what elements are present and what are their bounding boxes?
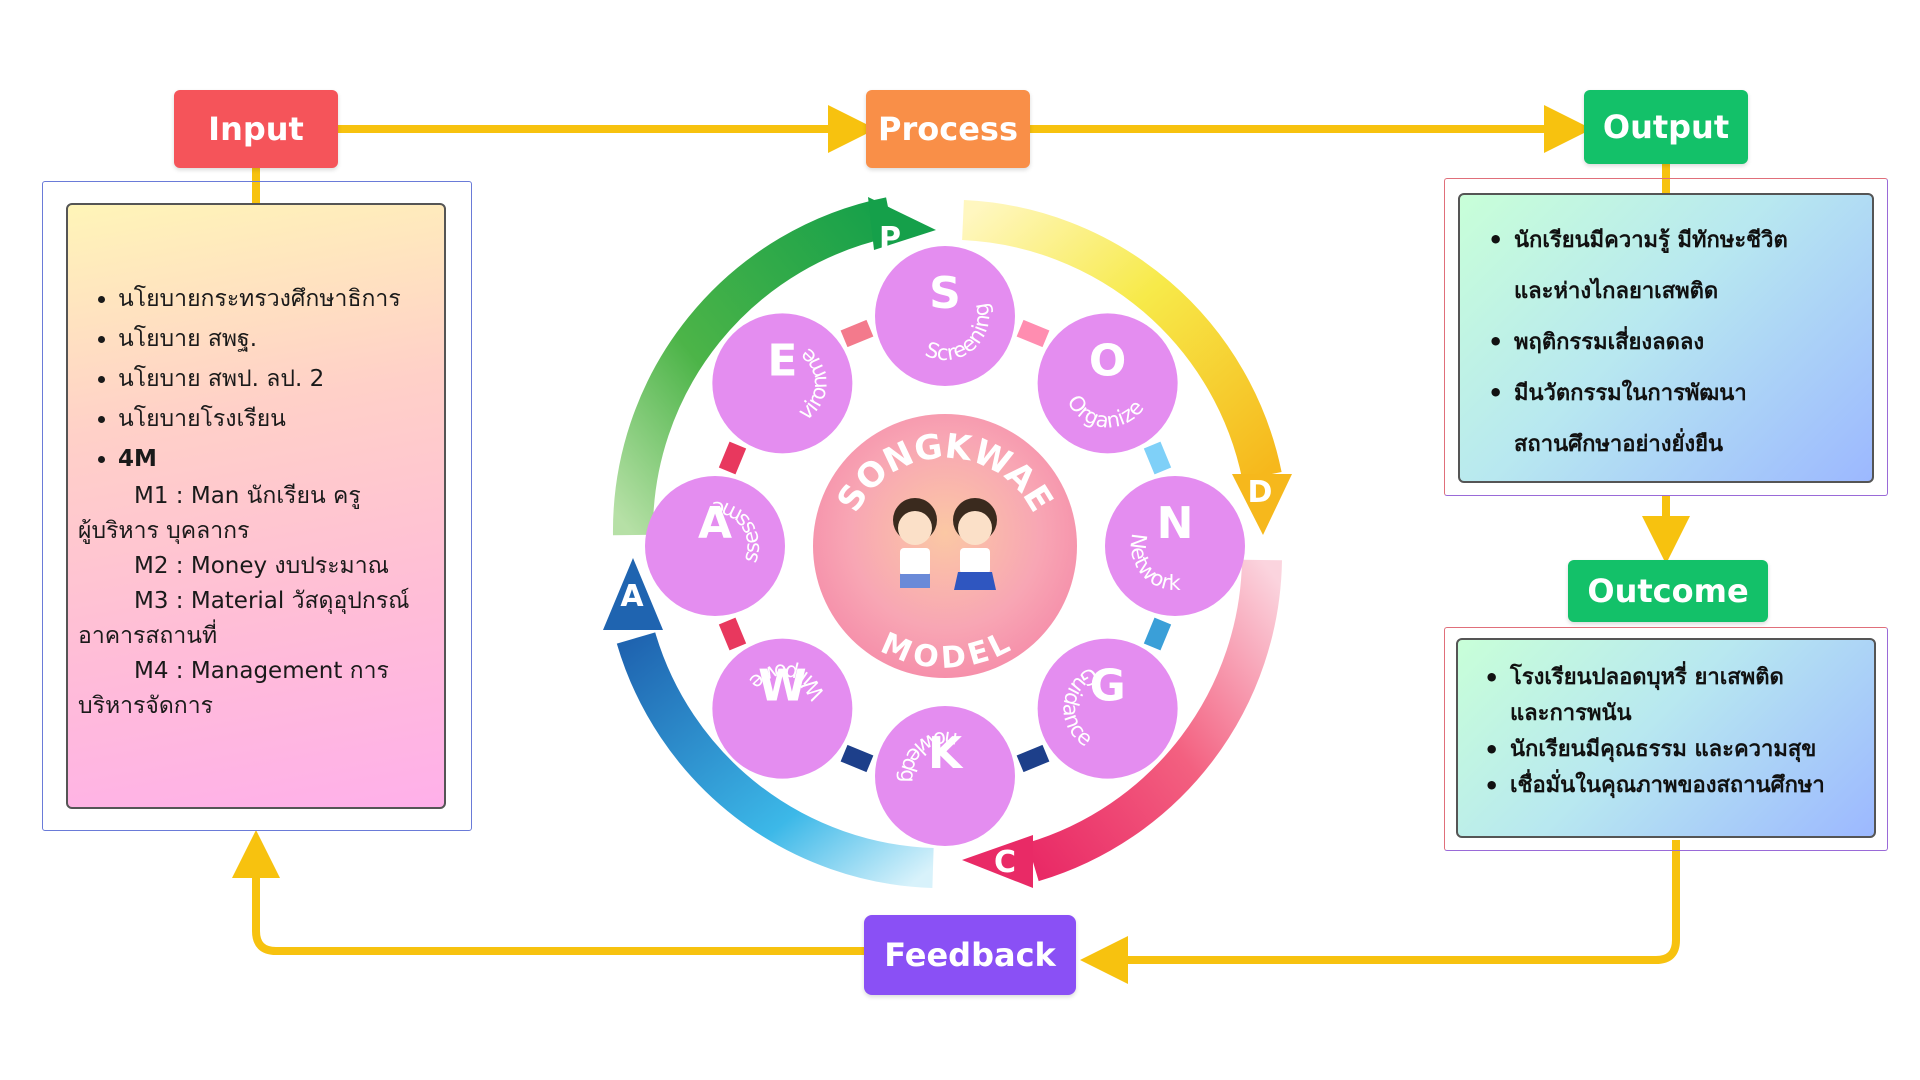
d-arrow [962,200,1282,481]
input-outer-frame [42,181,472,831]
output-item-cont-text: สถานศึกษาอย่างยั่งยืน [1514,432,1724,457]
outcome-outer-frame [1444,627,1888,851]
node-connector-tick [1016,744,1050,773]
pdca-letter-a: A [620,579,644,614]
input-bullet-4m: 4M [118,439,434,479]
c-arrowhead [962,835,1033,888]
node-circle [712,313,853,454]
m3-line: M3 : Material วัสดุอุปกรณ์ [134,588,410,614]
process-tag: Process [866,90,1030,168]
node-connector-tick [718,441,747,475]
m3-line-cont: อาคารสถานที่ [78,623,218,649]
feedback-to-input-arrow [232,830,864,955]
node-circle [1037,638,1178,779]
output-list: นักเรียนมีความรู้ มีทักษะชีวิต และห่างไก… [1482,215,1860,470]
node-letter: S [929,268,961,319]
output-item: มีนวัตกรรมในการพัฒนา [1482,368,1860,419]
p-arrow [612,197,894,536]
node-circle [875,706,1015,846]
input-content-box: นโยบายกระทรวงศึกษาธิการ นโยบาย สพฐ. นโยบ… [66,203,446,809]
node-letter: W [758,661,807,712]
m2-line: M2 : Money งบประมาณ [134,553,389,579]
pdca-ring [603,197,1292,888]
outcome-item-cont: และการพนัน [1478,696,1864,732]
outcome-to-feedback-arrow [1080,840,1680,984]
outcome-item: โรงเรียนปลอดบุหรี่ ยาเสพติด [1478,660,1864,696]
input-bullet: นโยบายกระทรวงศึกษาธิการ [118,279,434,319]
node-connector-tick [1143,441,1172,475]
d-arrowhead [1232,474,1292,535]
pdca-letter-d: D [1248,475,1273,510]
m1-line-cont: ผู้บริหาร บุคลากร [78,518,250,544]
node-connector-tick [1016,319,1050,348]
node-connector-tick [718,617,747,651]
output-item-cont-text: และห่างไกลยาเสพติด [1514,279,1719,304]
node-circle [645,476,785,616]
feedback-tag: Feedback [864,915,1076,995]
node-circle [712,638,853,779]
students-illustration [893,498,997,590]
outcome-content-box: โรงเรียนปลอดบุหรี่ ยาเสพติด และการพนัน น… [1456,638,1876,838]
center-title-model: MODEL [876,626,1016,677]
node-connectors [718,319,1172,773]
input-bullet: นโยบายโรงเรียน [118,399,434,439]
c-arrow [1027,559,1282,882]
node-connector-tick [840,744,874,773]
output-item-cont: และห่างไกลยาเสพติด [1482,266,1860,317]
node-circle [1105,476,1245,616]
node-letter: G [1090,661,1126,712]
pdca-letter-c: C [994,845,1016,880]
output-tag: Output [1584,90,1748,164]
node-connector-tick [840,319,874,348]
node-connector-tick [1143,617,1172,651]
output-content-box: นักเรียนมีความรู้ มีทักษะชีวิต และห่างไก… [1458,193,1874,483]
output-item: นักเรียนมีความรู้ มีทักษะชีวิต [1482,215,1860,266]
output-item-cont: สถานศึกษาอย่างยั่งยืน [1482,419,1860,470]
a-arrowhead [603,558,663,630]
center-disc [813,414,1077,678]
outcome-tag: Outcome [1568,560,1768,622]
outcome-list: โรงเรียนปลอดบุหรี่ ยาเสพติด และการพนัน น… [1478,660,1864,804]
outcome-item: เชื่อมั่นในคุณภาพของสถานศึกษา [1478,768,1864,804]
node-circle [875,246,1015,386]
node-letter: A [698,498,732,549]
input-bullet: นโยบาย สพฐ. [118,319,434,359]
input-tag: Input [174,90,338,168]
node-letter: O [1089,335,1126,386]
output-item: พฤติกรรมเสี่ยงลดลง [1482,317,1860,368]
node-letter: E [767,335,797,386]
outcome-item: นักเรียนมีคุณธรรม และความสุข [1478,732,1864,768]
node-circle [1037,313,1178,454]
m4-line-cont: บริหารจัดการ [78,693,213,719]
m1-line: M1 : Man นักเรียน ครู [134,483,361,509]
outcome-item-cont-text: และการพนัน [1510,701,1632,726]
input-bullet: นโยบาย สพป. ลป. 2 [118,359,434,399]
a-arrow [616,632,934,888]
center-title-songkwae: SONGKWAE [829,426,1060,519]
node-letter: N [1157,498,1194,549]
pdca-letter-p: P [879,221,901,256]
p-arrowhead [868,197,936,250]
m4-line: M4 : Management การ [134,658,389,684]
input-bullet-list: นโยบายกระทรวงศึกษาธิการ นโยบาย สพฐ. นโยบ… [78,279,434,479]
connectors [232,105,1690,984]
node-letter: K [928,728,964,779]
output-outer-frame [1444,178,1888,496]
